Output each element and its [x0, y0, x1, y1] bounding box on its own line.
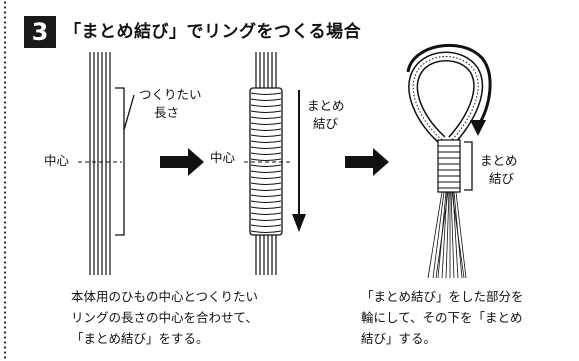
step-title: 「まとめ結び」でリングをつくる場合	[64, 22, 362, 42]
label-matome-mid-line2: 結び	[313, 116, 339, 131]
caption-right: 「まとめ結び」をした部分を 輪にして、その下を「まとめ 結び」する。	[361, 286, 524, 349]
caption-right-line2: 輪にして、その下を「まとめ	[361, 310, 523, 325]
ring-wrap-coils	[438, 145, 460, 189]
label-length-line2: 長さ	[154, 105, 180, 120]
caption-left-line2: リングの長さの中心を合わせて、	[71, 310, 258, 325]
label-matome-mid-line1: まとめ	[307, 98, 345, 113]
arrow-right-1	[160, 148, 204, 176]
label-center-left: 中心	[44, 153, 70, 168]
caption-right-line1: 「まとめ結び」をした部分を	[361, 289, 524, 304]
ring-wrap	[437, 139, 461, 193]
length-bracket	[115, 87, 135, 236]
label-center-mid: 中心	[210, 150, 236, 165]
ring-bracket	[464, 141, 473, 191]
wrap-coils	[250, 92, 282, 233]
curved-arrow-head	[470, 120, 486, 136]
caption-left: 本体用のひもの中心とつくりたい リングの長さの中心を合わせて、 「まとめ結び」を…	[71, 286, 258, 349]
caption-left-line1: 本体用のひもの中心とつくりたい	[71, 289, 259, 304]
ring-loop	[408, 51, 484, 144]
arrow-right-2	[345, 148, 389, 176]
label-length-line1: つくりたい	[139, 87, 202, 102]
loose-cords	[89, 52, 111, 275]
down-arrow	[292, 90, 306, 232]
caption-left-line3: 「まとめ結び」をする。	[71, 331, 209, 346]
step-number-badge: 3	[24, 16, 56, 48]
fringe-cords	[427, 191, 467, 279]
label-matome-right-line1: まとめ	[480, 153, 518, 168]
label-matome-right-line2: 結び	[489, 171, 515, 186]
dotted-border	[4, 0, 6, 361]
caption-right-line3: 結び」する。	[361, 331, 437, 346]
curved-arrow	[406, 43, 492, 127]
